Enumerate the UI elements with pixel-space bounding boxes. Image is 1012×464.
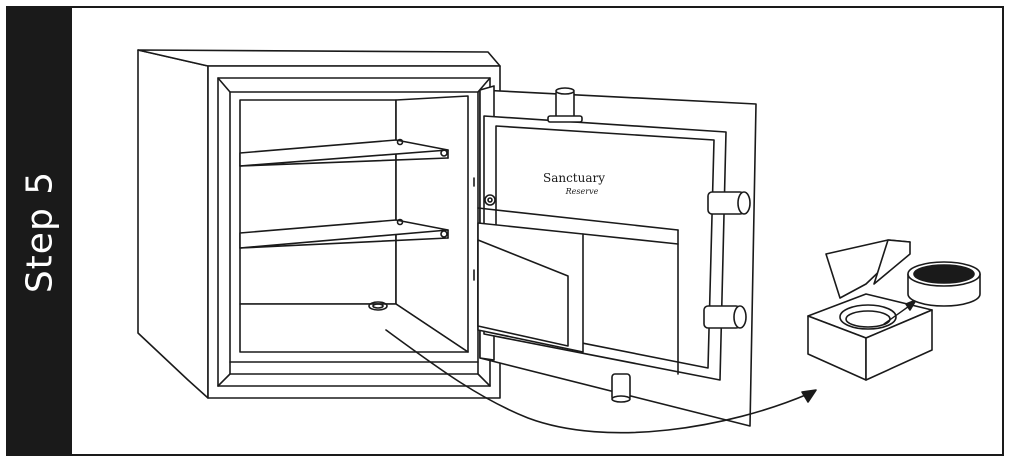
upper-shelf [239, 138, 449, 167]
brand-logo: Sanctuary [543, 171, 605, 185]
brand-logo-sub: Reserve [565, 187, 599, 196]
lower-shelf [239, 218, 449, 249]
side-bolt-upper [707, 191, 751, 215]
step-label: Step 5 [19, 170, 61, 294]
instruction-panel: Step 5 [6, 6, 1004, 456]
step-band: Step 5 [8, 8, 72, 454]
side-bolt-lower [703, 305, 747, 329]
top-bolt [547, 87, 583, 123]
dehumidifier-box [807, 239, 933, 381]
dehumidifier-puck [907, 261, 981, 307]
move-arrow [385, 329, 817, 434]
safe-door [473, 85, 757, 427]
safe-body [137, 49, 501, 399]
safe-illustration: Sanctuary Reserve [137, 49, 981, 434]
bottom-bolt [611, 373, 631, 403]
